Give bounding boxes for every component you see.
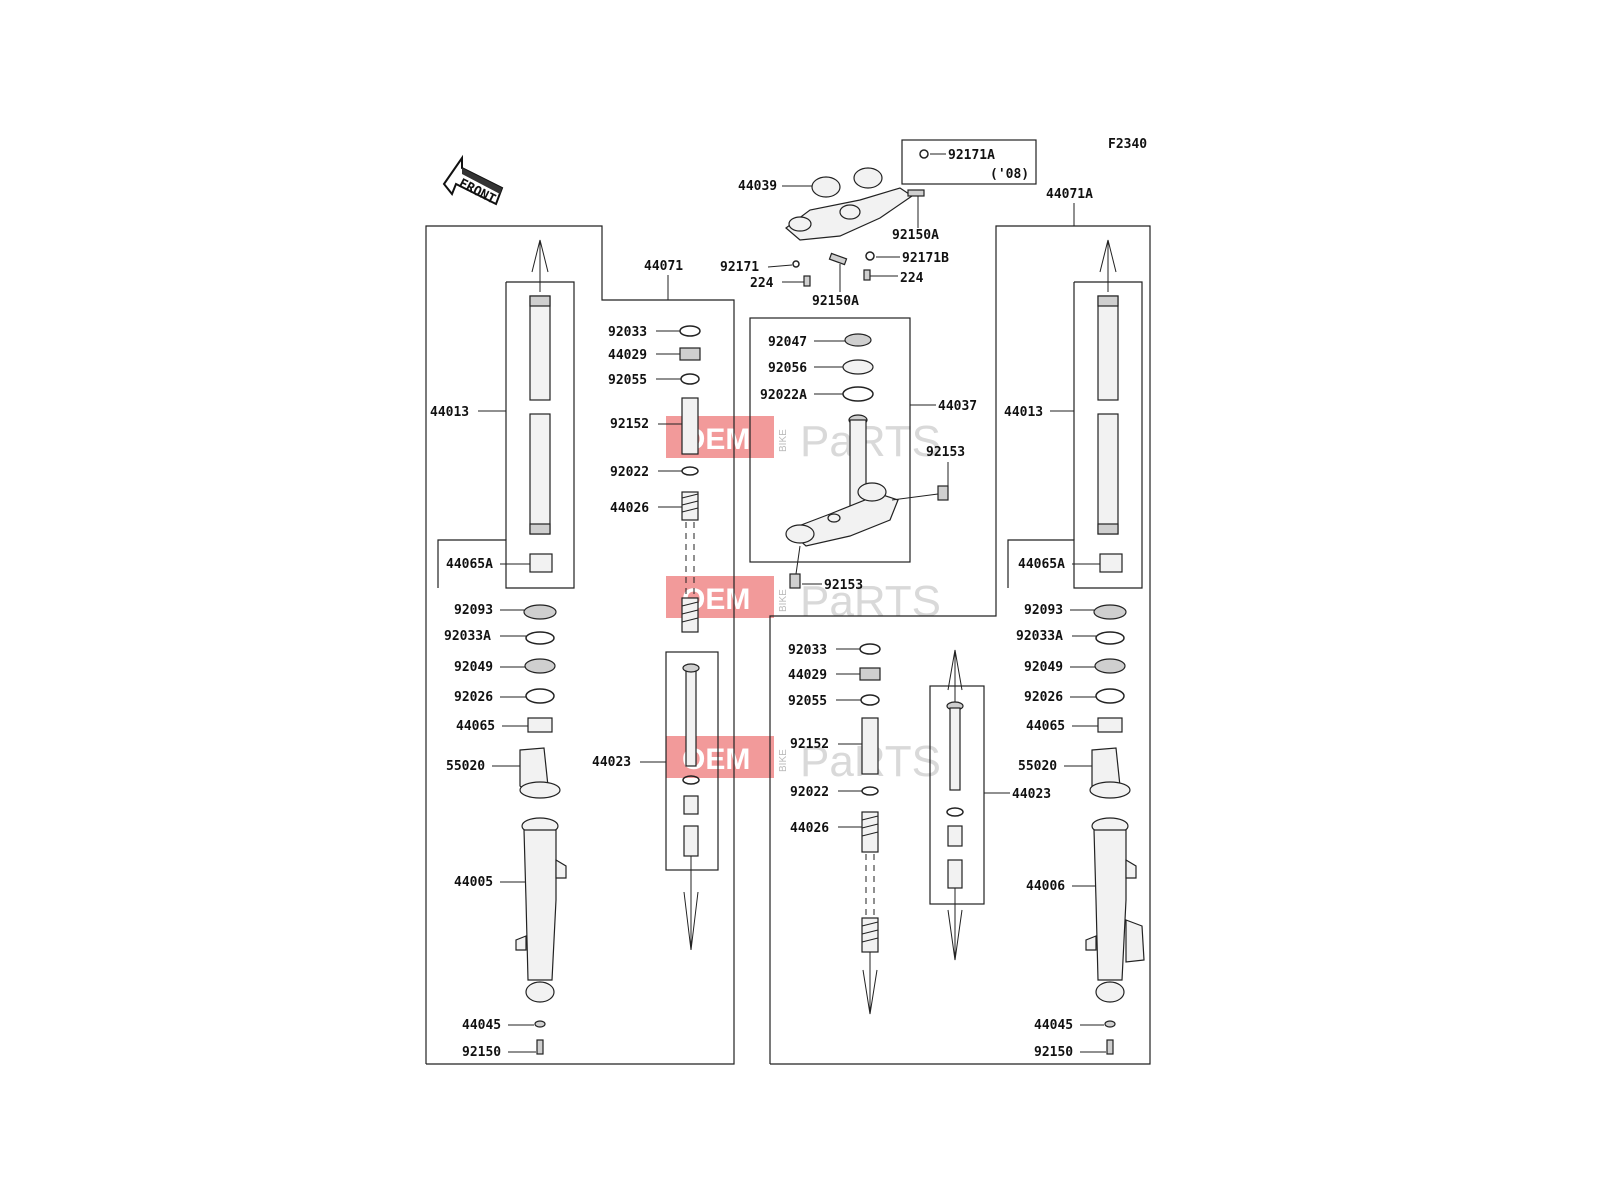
part-label-stem-bearing: 92056 [768,361,807,376]
part-label-variant-note-part: 92171A [948,148,995,163]
part-label-left-washer: 92049 [454,660,493,675]
part-label-watermark-bike: BIKE [778,749,789,772]
front-direction-arrow: FRONT [442,154,504,207]
part-label-assemblies-fork-left: 44071 [644,259,683,274]
part-label-left-clip: 92033A [444,629,491,644]
part-label-labels-bracket: 44039 [738,179,777,194]
part-label-right-gasket: 44045 [1034,1018,1073,1033]
part-label-right-inner-washer: 92022 [790,785,829,800]
left-spring-bottom [681,597,699,633]
part-label-left-inner-oring: 92055 [608,373,647,388]
part-label-left-inner-washer: 92022 [610,465,649,480]
part-label-right-bush-a: 44065A [1018,557,1065,572]
part-label-left-outer-tube: 44005 [454,875,493,890]
part-label-left-protector: 55020 [446,759,485,774]
part-label-right-tube: 44013 [1004,405,1043,420]
part-label-labels-clip-left: 92171 [720,260,759,275]
part-label-labels-bolt-top-left: 92150A [812,294,859,309]
part-label-right-washer: 92049 [1024,660,1063,675]
part-label-left-inner-collar: 92152 [610,417,649,432]
part-label-right-inner-oring: 92055 [788,694,827,709]
part-label-stem-bolt-bottom: 92153 [824,578,863,593]
part-label-right-bolt: 92150 [1034,1045,1073,1060]
part-label-left-inner-oring-top: 92033 [608,325,647,340]
part-label-left-gasket: 44045 [462,1018,501,1033]
part-label-watermark-parts: PaRTS [800,417,941,466]
part-label-right-clip: 92033A [1016,629,1063,644]
part-label-left-spacer: 92026 [454,690,493,705]
part-label-left-bush-a: 44065A [446,557,493,572]
part-label-labels-clip-right: 92171B [902,251,949,266]
part-label-right-inner-cap: 44029 [788,668,827,683]
watermark-1: OEM BIKE PaRTS [666,416,941,466]
right-spring-top [861,811,879,853]
part-label-right-spacer: 92026 [1024,690,1063,705]
part-label-left-bolt: 92150 [462,1045,501,1060]
part-label-left-seal: 92093 [454,603,493,618]
part-label-right-inner-oring-top: 92033 [788,643,827,658]
part-label-right-seal: 92093 [1024,603,1063,618]
part-label-right-bush: 44065 [1026,719,1065,734]
part-label-variant-note-model-year: ('08) [990,167,1029,182]
part-label-left-inner-spring: 44026 [610,501,649,516]
part-label-stem-bolt-right: 92153 [926,445,965,460]
right-fork-assembly: 44071A 92033 44029 92055 92152 92022 440… [769,187,1151,1065]
part-label-labels-clamp-left: 224 [750,276,774,291]
part-label-right-outer-tube: 44006 [1026,879,1065,894]
part-label-right-inner-spring: 44026 [790,821,829,836]
left-spring-top [681,491,699,521]
left-inner-parts: 92033 44029 92055 92152 92022 44026 [592,325,719,951]
part-label-stem-seal: 92047 [768,335,807,350]
top-bracket: 44039 92150A 92150A 92171 224 92171B 224 [720,167,949,309]
part-label-right-inner-collar: 92152 [790,737,829,752]
part-label-watermark-bike: BIKE [778,589,789,612]
part-label-stem-washer: 92022A [760,388,807,403]
left-fork-assembly: 44071 44013 44065A 92093 92033A 92049 92… [425,225,735,1065]
part-label-watermark-bike: BIKE [778,429,789,452]
part-label-assemblies-cartridge-right: 44023 [1012,787,1051,802]
right-spring-bottom [861,917,879,953]
part-label-assemblies-fork-right: 44071A [1046,187,1093,202]
variant-note-box: 92171A ('08) [901,139,1037,185]
part-label-left-tube: 44013 [430,405,469,420]
part-label-left-inner-cap: 44029 [608,348,647,363]
part-label-watermark-parts: PaRTS [800,577,941,626]
part-label-left-bush: 44065 [456,719,495,734]
diagram-code: F2340 [1108,137,1147,152]
part-label-assemblies-cartridge-left: 44023 [592,755,631,770]
part-label-labels-bolt-top-right: 92150A [892,228,939,243]
steering-stem-assembly: 44037 92047 92056 92022A 92153 92153 [749,317,977,593]
part-label-right-protector: 55020 [1018,759,1057,774]
part-label-labels-clamp-right: 224 [900,271,924,286]
watermark-2: OEM BIKE PaRTS [666,576,941,626]
part-label-assemblies-steering-stem: 44037 [938,399,977,414]
